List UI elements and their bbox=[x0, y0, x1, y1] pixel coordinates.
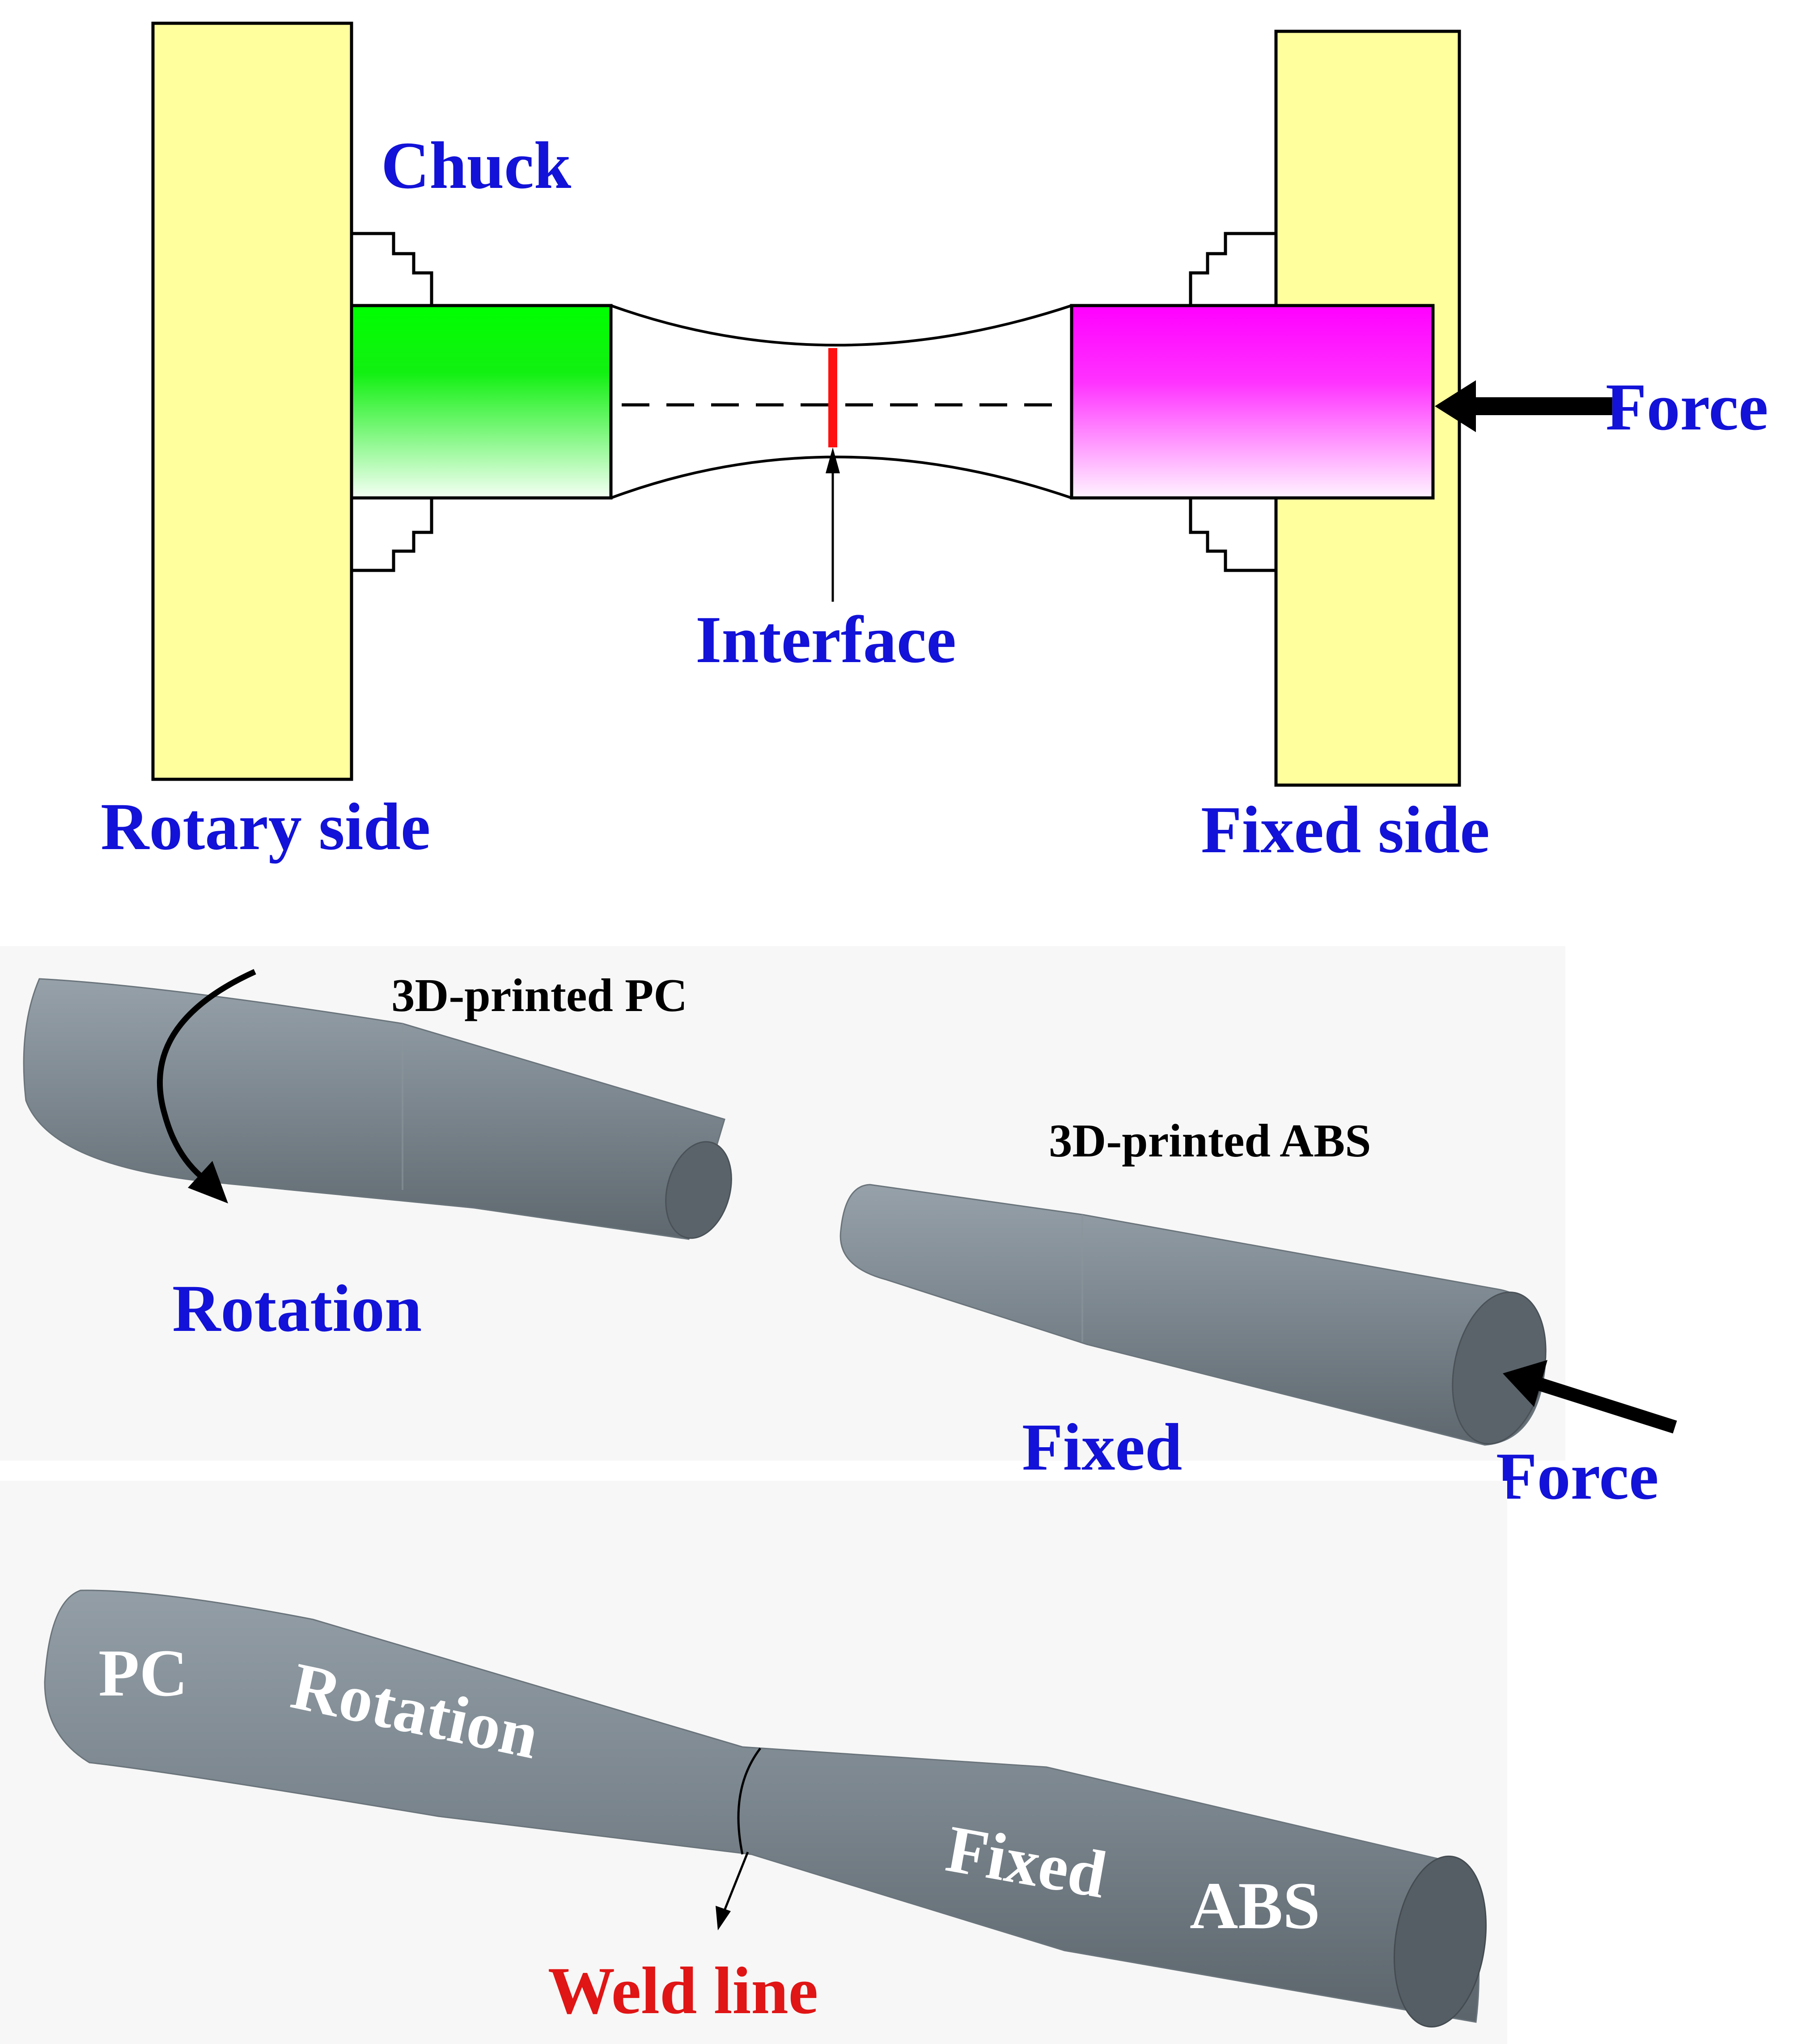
top-schematic: Chuck Force Interface Rotary side Fixed … bbox=[101, 21, 1768, 867]
label-chuck: Chuck bbox=[381, 128, 572, 203]
pc-rod-end-face bbox=[665, 1141, 732, 1239]
weld-pointer-head bbox=[716, 1906, 731, 1930]
label-abs-bottom: ABS bbox=[1190, 1869, 1320, 1943]
label-rotary-side: Rotary side bbox=[101, 790, 430, 864]
bottom-3d-scene: PC Rotation Fixed ABS Weld line bbox=[0, 1481, 1507, 2044]
left-chuck-jaw-bottom bbox=[352, 498, 433, 572]
rotation-arrow-head bbox=[188, 1161, 228, 1203]
right-chuck-jaw-bottom bbox=[1189, 498, 1276, 572]
weld-pointer-line bbox=[722, 1852, 749, 1913]
label-abs-part: 3D-printed ABS bbox=[1049, 1114, 1371, 1167]
force-arrow-shaft-middle bbox=[1532, 1376, 1677, 1434]
neck-top-curve bbox=[610, 304, 1072, 347]
label-pc-part: 3D-printed PC bbox=[391, 969, 687, 1021]
abs-rod bbox=[839, 1184, 1547, 1446]
welded-rod-end-face bbox=[1393, 1855, 1487, 2028]
magenta-workpiece bbox=[1070, 304, 1435, 500]
label-rotation-middle: Rotation bbox=[172, 1271, 422, 1346]
neck-bottom-curve bbox=[610, 455, 1072, 499]
welded-rod bbox=[44, 1589, 1487, 2028]
label-weld-line: Weld line bbox=[548, 1954, 818, 2028]
right-chuck-jaw-top bbox=[1189, 232, 1276, 306]
label-force-top: Force bbox=[1606, 370, 1768, 444]
label-fixed-side: Fixed side bbox=[1201, 793, 1490, 867]
label-fixed-middle: Fixed bbox=[1022, 1410, 1182, 1484]
label-pc-bottom: PC bbox=[98, 1636, 188, 1710]
force-arrow-shaft-top bbox=[1471, 397, 1612, 415]
rotation-arrow bbox=[157, 969, 256, 1179]
left-chuck-jaw-top bbox=[352, 232, 433, 306]
middle-3d-scene: 3D-printed PC 3D-printed ABS Rotation Fi… bbox=[0, 946, 1677, 1513]
green-workpiece bbox=[350, 304, 613, 500]
abs-rod-end-face bbox=[1452, 1291, 1547, 1445]
weld-line-mark bbox=[737, 1747, 761, 1855]
label-interface: Interface bbox=[695, 603, 956, 677]
interface-pointer-head bbox=[826, 447, 840, 473]
label-force-middle: Force bbox=[1496, 1439, 1659, 1513]
force-arrow-head-top bbox=[1435, 380, 1476, 432]
force-arrow-head-middle bbox=[1503, 1360, 1547, 1407]
rotary-plate bbox=[151, 21, 353, 781]
